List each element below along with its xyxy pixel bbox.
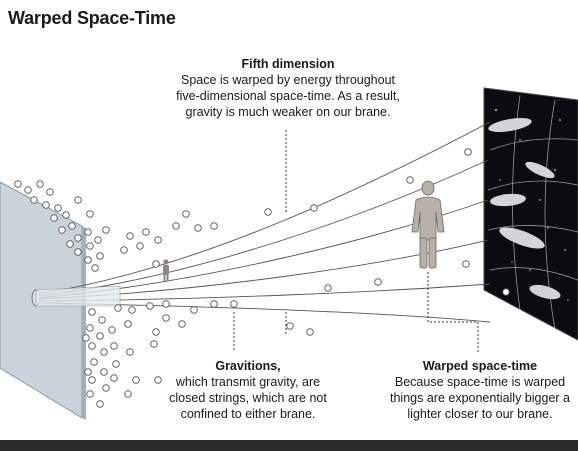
fifth-dimension-line-1: Space is warped by energy throughout: [180, 73, 396, 87]
fifth-dimension-heading: Fifth dimension: [241, 57, 335, 71]
galaxies: [488, 117, 561, 300]
big-human: [411, 180, 445, 269]
fifth-dimension-label: Fifth dimension Space is warped by energ…: [148, 56, 428, 120]
fifth-dimension-line-2: five-dimensional space-time. As a result…: [176, 89, 400, 103]
right-brane: [483, 87, 578, 341]
callout-lines: [233, 99, 578, 352]
diagram-title: Warped Space-Time: [8, 8, 176, 28]
gravitons-line-3: confined to either brane.: [180, 407, 316, 421]
left-brane-edge: [82, 226, 86, 420]
graviton-circles: [14, 148, 510, 408]
warped-spacetime-heading: Warped space-time: [422, 359, 538, 373]
callout-warped: [427, 272, 479, 352]
bottom-bar: [0, 440, 578, 451]
right-brane-grid: [487, 94, 578, 331]
gravitons-line-2: closed strings, which are not: [169, 391, 327, 405]
small-human: [163, 259, 169, 281]
gravitons-line-1: which transmit gravity, are: [175, 375, 321, 389]
warped-spacetime-line-1: Because space-time is warped: [394, 375, 566, 389]
warped-spacetime-line-2: things are exponentially bigger a: [390, 391, 570, 405]
warped-spacetime-line-3: lighter closer to our brane.: [407, 407, 553, 421]
gravitons-heading: Gravitions,: [215, 359, 281, 373]
fifth-dimension-line-3: gravity is much weaker on our brane.: [185, 105, 391, 119]
warped-spacetime-label: Warped space-time Because space-time is …: [360, 358, 578, 422]
gravitons-label: Gravitions, which transmit gravity, are …: [148, 358, 348, 422]
